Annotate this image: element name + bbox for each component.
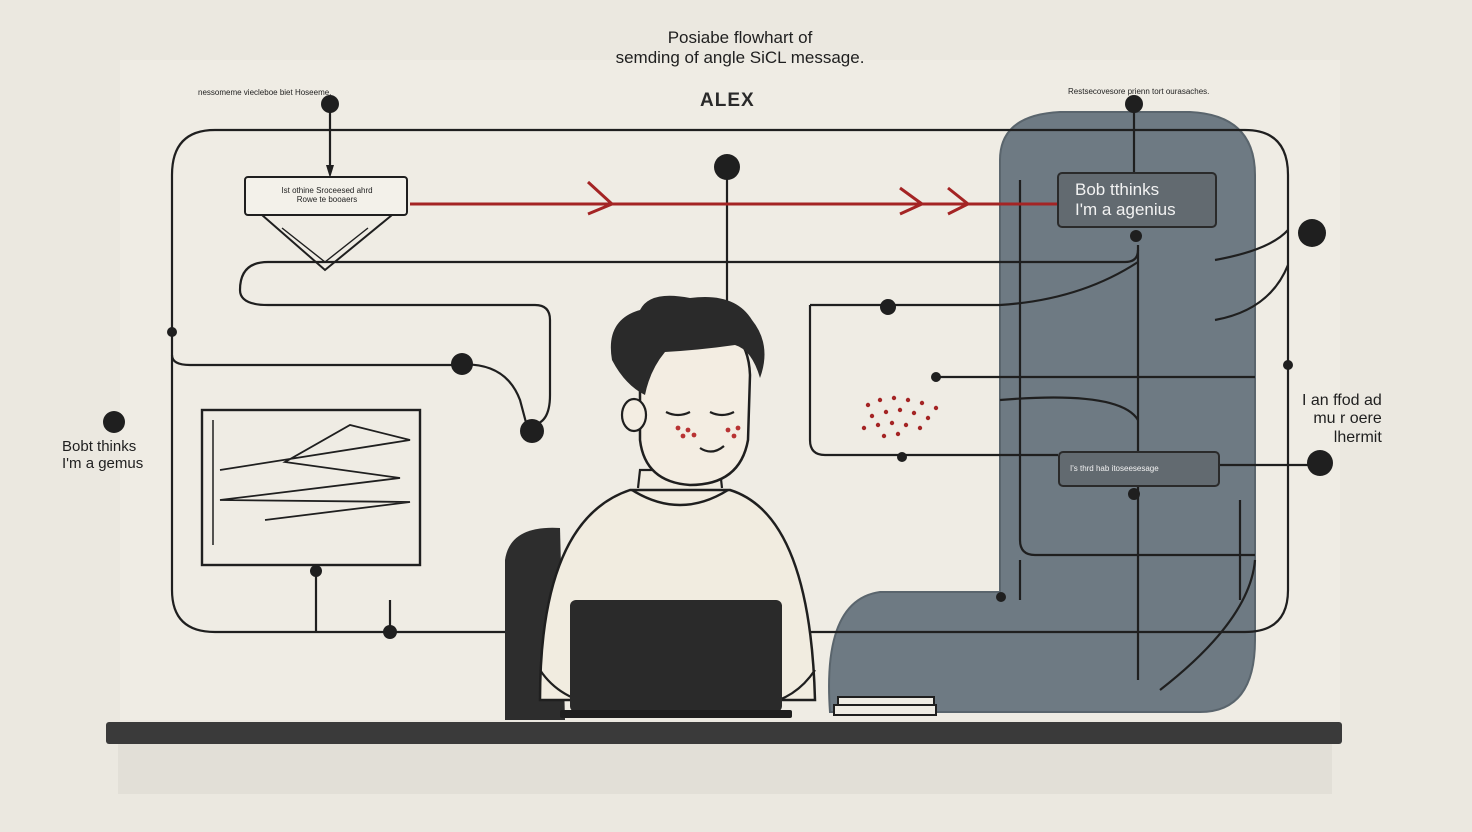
title-line-2: semding of angle SiCL message. (615, 47, 865, 67)
flow-lines (170, 108, 1320, 691)
left-process-box (244, 176, 408, 216)
arrowhead-down (326, 165, 334, 178)
diagram-title: Posiabe flowhart of semding of angle SiC… (560, 28, 920, 67)
top-right-caption: Restsecovesore prienn tort ourasaches. (1068, 87, 1210, 96)
left-eye (665, 411, 691, 417)
person-label: ALEX (700, 90, 755, 111)
blue-panel (829, 112, 1255, 712)
left-side-note: Bobt thinks I'm a gemus (62, 438, 143, 473)
mini-chart-line (219, 424, 411, 521)
desk (106, 722, 1342, 744)
sweater-collar (631, 488, 729, 507)
red-speckles (861, 395, 939, 439)
right-side-line-1: I an ffod ad (1302, 392, 1382, 409)
laptop (570, 600, 782, 712)
laptop-base (560, 710, 792, 718)
book-bottom (833, 704, 937, 716)
book-top (837, 696, 935, 706)
funnel-inner (281, 227, 369, 263)
red-message-arrow (410, 180, 1058, 216)
left-process-box-text: Ist othine Sroceesed ahrd Rowe te booaer… (250, 186, 404, 204)
bubble-top-line-2: I'm a agenius (1075, 199, 1176, 219)
left-side-line-1: Bobt thinks (62, 438, 137, 455)
blue-panel-edge (828, 111, 1256, 713)
right-eye (709, 411, 735, 417)
smile (699, 445, 725, 453)
cheek-blush (675, 425, 741, 439)
mini-chart-frame (200, 408, 422, 567)
funnel-shape (261, 214, 393, 272)
left-box-line-2: Rowe te booaers (296, 195, 358, 205)
speech-box-middle: I's thrd hab itoseesesage (1058, 451, 1220, 487)
right-side-line-3: lhermit (1333, 428, 1382, 446)
right-side-line-2: mu r oere (1313, 410, 1382, 428)
title-line-1: Posiabe flowhart of (667, 28, 813, 47)
desk-shadow (118, 744, 1332, 794)
hair (610, 295, 765, 395)
ear (620, 397, 648, 433)
right-side-note: I an ffod ad mu r oere lhermit (1302, 392, 1382, 447)
speech-box-top: Bob tthinks I'm a agenius (1057, 172, 1217, 228)
bubble-top-line-1: Bob tthinks (1075, 180, 1160, 199)
left-side-line-2: I'm a gemus (62, 455, 144, 473)
left-box-line-1: Ist othine Sroceesed ahrd (281, 186, 373, 195)
top-left-caption: nessomeme viecleboe biet Hoseeme. (198, 88, 332, 97)
node-dots (103, 95, 1333, 639)
